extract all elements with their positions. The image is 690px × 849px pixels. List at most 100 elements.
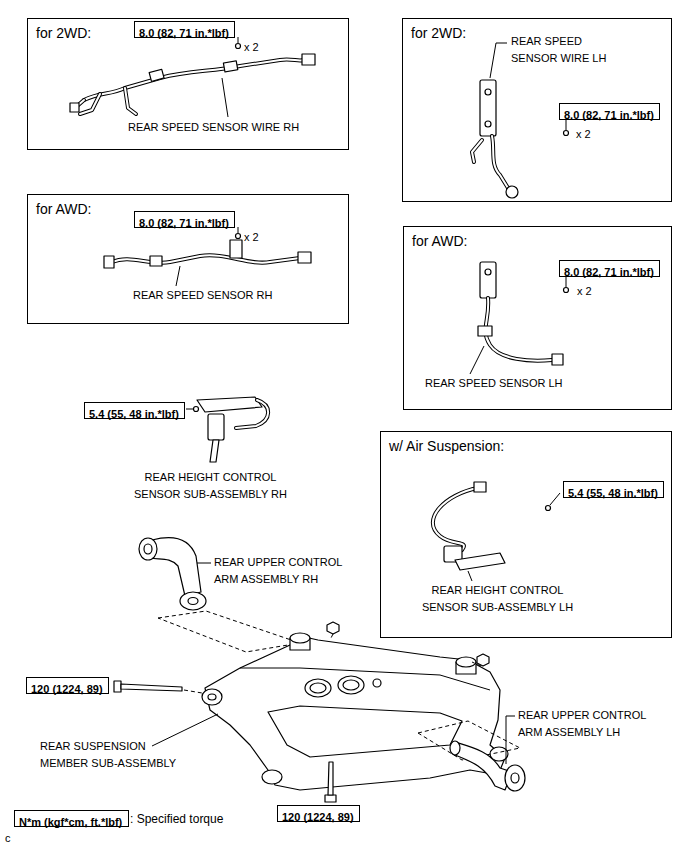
speed-sensor-part <box>104 256 114 268</box>
suspension-member-part <box>152 714 218 746</box>
speed-sensor-wire-part <box>480 80 496 136</box>
speed-sensor-part <box>485 298 552 361</box>
speed-sensor-part <box>485 269 491 275</box>
suspension-member-part <box>343 680 359 690</box>
speed-sensor-part <box>478 326 492 336</box>
bolt-part <box>114 681 121 692</box>
speed-sensor-part <box>564 288 569 293</box>
suspension-member-part <box>205 636 505 790</box>
upper-control-arm-part <box>139 538 157 560</box>
height-sensor-part <box>194 407 199 412</box>
figure-code: c <box>5 830 11 847</box>
speed-sensor-part <box>552 354 563 365</box>
torque-value: 8.0 (82, 71 in.*lbf) <box>564 109 654 122</box>
torque-value: 120 (1224, 89) <box>31 683 103 696</box>
suspension-member-part <box>472 662 481 666</box>
speed-sensor-part <box>150 256 162 266</box>
height-sensor-part <box>455 553 505 570</box>
upper-control-arm <box>139 538 300 652</box>
part-name: REAR HEIGHT CONTROL SENSOR SUB-ASSEMBLY … <box>128 469 293 502</box>
height-sensor-part <box>208 414 224 440</box>
suspension-member-part <box>268 706 462 757</box>
speed-sensor-wire <box>472 43 569 198</box>
legend-box: N*m (kgf*cm, ft.*lbf) <box>14 810 129 827</box>
upper-control-arm-part <box>450 741 460 755</box>
quantity-label: x 2 <box>576 126 591 143</box>
torque-value: 5.4 (55, 48 in.*lbf) <box>89 408 179 421</box>
height-sensor-part <box>546 506 551 511</box>
speed-sensor-part <box>112 255 300 263</box>
suspension-member-part <box>338 676 364 694</box>
variant-panel: for AWD: 8.0 (82, 71 in.*lbf) <box>27 194 349 324</box>
panel-heading: for AWD: <box>36 201 92 217</box>
speed-sensor-wire-part <box>222 78 228 117</box>
torque-box: 120 (1224, 89) <box>277 805 360 822</box>
part-name: REAR SUSPENSION MEMBER SUB-ASSEMBLY <box>40 738 185 771</box>
speed-sensor-part <box>485 298 552 361</box>
part-name: REAR SPEED SENSOR WIRE LH <box>511 33 611 66</box>
speed-sensor-part <box>470 346 484 374</box>
bolt-part <box>121 684 182 691</box>
torque-box: 5.4 (55, 48 in.*lbf) <box>84 402 185 419</box>
speed-sensor-part <box>236 234 241 239</box>
torque-value: 5.4 (55, 48 in.*lbf) <box>568 487 658 500</box>
suspension-member-part <box>477 654 489 666</box>
height-sensor <box>433 482 560 581</box>
torque-value: 8.0 (82, 71 in.*lbf) <box>139 217 229 230</box>
suspension-member-part <box>240 668 490 690</box>
bolt <box>114 681 336 802</box>
speed-sensor-part <box>176 266 180 286</box>
torque-value: 8.0 (82, 71 in.*lbf) <box>139 27 229 40</box>
upper-control-arm-part <box>180 592 206 610</box>
torque-box: 8.0 (82, 71 in.*lbf) <box>559 103 660 120</box>
upper-control-arm-part <box>197 563 211 564</box>
speed-sensor-wire-part <box>485 89 491 95</box>
speed-sensor-wire <box>70 37 315 117</box>
speed-sensor-wire-part <box>564 131 569 136</box>
height-sensor-part <box>433 488 478 550</box>
bolt-part <box>184 690 202 693</box>
speed-sensor-wire-part <box>492 136 508 188</box>
speed-sensor-wire-part <box>472 140 482 162</box>
torque-box: 5.4 (55, 48 in.*lbf) <box>563 481 664 498</box>
upper-control-arm-part <box>150 538 201 596</box>
speed-sensor-wire-part <box>149 69 164 81</box>
speed-sensor-wire-part <box>84 59 304 100</box>
speed-sensor-part <box>298 252 311 263</box>
upper-control-arm-part <box>158 611 300 652</box>
suspension-member-part <box>208 694 216 700</box>
height-sensor-part <box>210 440 219 462</box>
upper-control-arm-part <box>144 544 152 554</box>
speed-sensor-wire-part <box>76 88 136 114</box>
legend-text: : Specified torque <box>130 811 223 827</box>
part-name: REAR SPEED SENSOR WIRE RH <box>128 119 299 136</box>
height-sensor-part <box>474 482 486 492</box>
speed-sensor-wire-part <box>236 44 241 49</box>
upper-control-arm-part <box>455 742 512 790</box>
upper-control-arm-part <box>505 765 525 791</box>
speed-sensor-wire-part <box>70 103 79 112</box>
height-sensor-part <box>186 409 193 410</box>
speed-sensor-wire-part <box>506 186 518 198</box>
quantity-label: x 2 <box>577 283 592 300</box>
suspension-member-part <box>310 683 326 693</box>
speed-sensor-part <box>112 255 300 263</box>
suspension-member-part <box>373 679 381 687</box>
speed-sensor <box>104 227 311 286</box>
quantity-label: x 2 <box>244 229 259 246</box>
speed-sensor-wire-part <box>472 140 482 162</box>
torque-value: 8.0 (82, 71 in.*lbf) <box>564 266 654 279</box>
quantity-label: x 2 <box>244 39 259 56</box>
torque-value: 120 (1224, 89) <box>282 811 354 824</box>
speed-sensor-wire-part <box>490 43 507 78</box>
suspension-member-part <box>305 679 331 697</box>
panel-heading: for AWD: <box>412 233 468 249</box>
speed-sensor-wire-part <box>302 54 315 65</box>
panel-heading: for 2WD: <box>36 25 91 41</box>
upper-control-arm <box>418 716 525 791</box>
speed-sensor-part <box>238 227 239 233</box>
part-name: REAR UPPER CONTROL ARM ASSEMBLY RH <box>214 554 354 587</box>
